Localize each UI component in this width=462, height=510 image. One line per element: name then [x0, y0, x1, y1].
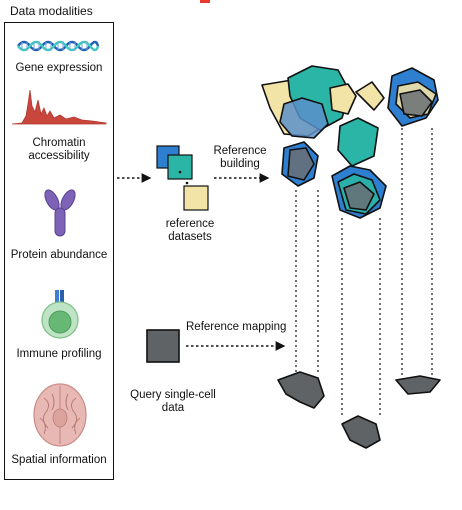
reference-datasets-icon	[156, 145, 209, 211]
reference-atlas	[261, 65, 439, 219]
modality-label-immune-profiling: Immune profiling	[16, 348, 102, 360]
query-data-square	[146, 329, 180, 363]
projection-guides	[295, 128, 433, 418]
antibody-icon	[44, 189, 76, 237]
brain-section-icon	[33, 383, 87, 447]
mapped-query-cells	[277, 371, 441, 449]
dna-helix-icon	[17, 40, 100, 52]
modality-label-chromatin-line2: accessibility	[28, 150, 90, 162]
modalities-title: Data modalities	[10, 4, 93, 18]
query-data-label-line2: data	[161, 402, 185, 414]
modality-label-spatial-information: Spatial information	[11, 454, 107, 466]
reference-datasets-label-line1: reference	[165, 218, 215, 230]
modalities-panel	[4, 22, 114, 480]
reference-building-label-line2: building	[220, 158, 260, 170]
immune-cell-icon	[41, 290, 79, 339]
modality-label-chromatin-line1: Chromatin	[32, 137, 86, 149]
top-accent-mark	[200, 0, 210, 3]
query-data-label-line1: Query single-cell	[130, 389, 216, 401]
reference-mapping-label: Reference mapping	[186, 321, 287, 333]
modality-label-protein-abundance: Protein abundance	[10, 249, 108, 261]
reference-datasets-label-line2: datasets	[168, 231, 212, 243]
modality-label-gene-expression: Gene expression	[15, 62, 103, 74]
chromatin-peaks-icon	[11, 89, 107, 125]
reference-building-label-line1: Reference	[213, 145, 267, 157]
